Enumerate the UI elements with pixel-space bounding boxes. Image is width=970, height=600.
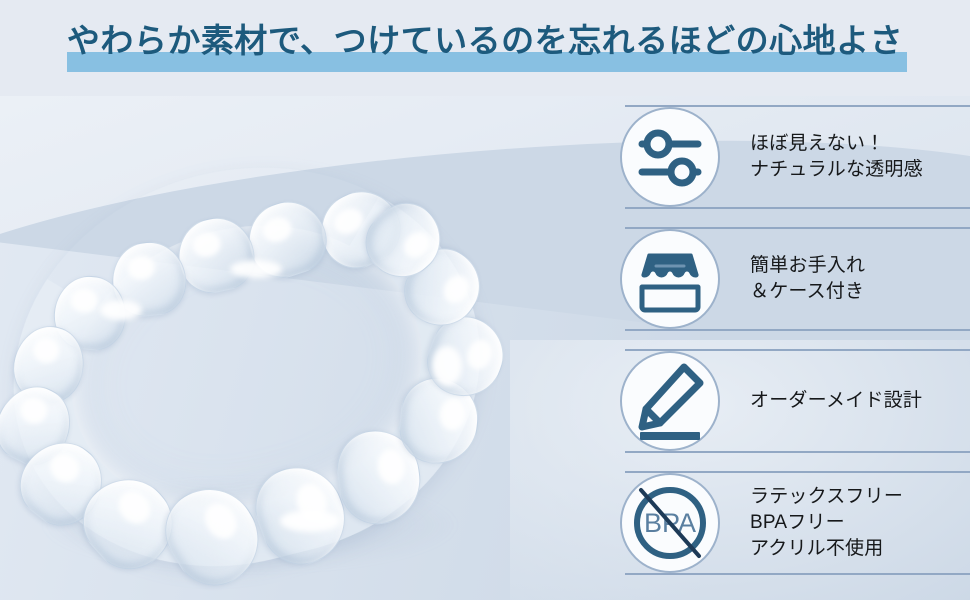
feature-label: 簡単お手入れ ＆ケース付き [750,218,966,340]
feature-item: BPA ラテックスフリー BPAフリー アクリル不使用 [600,462,970,584]
feature-label-line: オーダーメイド設計 [750,390,923,411]
feature-item: オーダーメイド設計 [600,340,970,462]
feature-label: オーダーメイド設計 [750,340,966,462]
divider [625,227,970,229]
highlight-glint [280,510,340,532]
headline-highlight-bar [67,52,907,72]
feature-item: 簡単お手入れ ＆ケース付き [600,218,970,340]
no-bpa-icon: BPA [620,473,720,573]
highlight-glint [230,260,282,278]
divider [625,349,970,351]
feature-label: ほぼ見えない！ ナチュラルな透明感 [750,96,966,218]
feature-label-line: ＆ケース付き [750,281,865,302]
sliders-icon [620,107,720,207]
store-icon [620,229,720,329]
feature-label-line: BPAフリー [750,512,845,533]
headline: やわらか素材で、つけているのを忘れるほどの心地よさ [0,16,970,78]
feature-list: ほぼ見えない！ ナチュラルな透明感 簡単お手入れ ＆ケース付き [600,96,970,600]
highlight-glint [100,300,142,320]
feature-label-line: ラテックスフリー [750,486,904,507]
feature-label-line: ほぼ見えない！ [750,133,885,154]
divider [625,329,970,331]
pencil-icon [620,351,720,451]
divider [625,451,970,453]
product-image [0,118,580,600]
feature-item: ほぼ見えない！ ナチュラルな透明感 [600,96,970,218]
headline-text: やわらか素材で、つけているのを忘れるほどの心地よさ [66,22,904,59]
highlight-glint [432,346,462,386]
background-top-band [0,0,970,96]
background-soft-glow [510,340,970,600]
divider [625,471,970,473]
divider [625,105,970,107]
divider [625,573,970,575]
divider [625,207,970,209]
feature-label-line: ナチュラルな透明感 [750,159,923,180]
feature-label-line: アクリル不使用 [750,538,884,559]
feature-label-line: 簡単お手入れ [750,255,866,276]
feature-label: ラテックスフリー BPAフリー アクリル不使用 [750,462,966,584]
